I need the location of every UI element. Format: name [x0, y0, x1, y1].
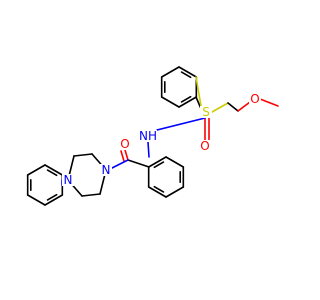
- atom-o-ether: O: [249, 92, 261, 106]
- o-ch3-bond: [259, 98, 279, 107]
- aniline-ring-inner-bond: [153, 161, 165, 169]
- aniline-ring-inner-bond: [153, 185, 165, 193]
- atom-o-amide: O: [199, 139, 211, 153]
- bond-layer: [26, 66, 279, 206]
- ketone-co-bond: [124, 149, 129, 161]
- molecule-structure: NH O O S O N N: [26, 66, 279, 206]
- nh-ring-bond: [147, 141, 150, 158]
- atom-s: S: [200, 105, 212, 119]
- atom-o-ketone: O: [119, 137, 131, 151]
- phenyl-ring-bond: [44, 194, 64, 206]
- benzamide-ring-bond: [160, 96, 180, 108]
- ch2-o-bond: [237, 101, 251, 112]
- ketone-co-double-bond: [120, 150, 125, 162]
- co-n-bond: [111, 159, 129, 169]
- piperazine-ring-bond: [81, 193, 101, 197]
- o-amide-label: O: [200, 139, 209, 153]
- ch2-ch2-bond: [227, 102, 239, 112]
- s-ch2-bond: [211, 102, 229, 113]
- benzamide-ring-bond: [160, 66, 180, 78]
- aniline-ring-bond: [147, 186, 167, 198]
- o-ketone-label: O: [120, 137, 129, 151]
- ring-co-bond: [127, 159, 150, 168]
- benzamide-ring-bond: [178, 96, 198, 108]
- piperazine-ring-bond: [73, 153, 93, 157]
- aniline-ring-bond: [165, 156, 185, 168]
- o-ether-label: O: [250, 92, 259, 106]
- n-acyl-label: N: [102, 163, 111, 177]
- phenyl-ring-bond: [44, 164, 64, 176]
- benzamide-ring-inner-bond: [180, 95, 192, 103]
- phenyl-ring-bond: [26, 194, 46, 206]
- atom-nh: NH: [139, 129, 157, 143]
- n-phenyl-label: N: [64, 173, 73, 187]
- phenyl-ring-inner-bond: [46, 169, 58, 177]
- aryl-s-bond: [195, 76, 202, 107]
- s-label: S: [202, 105, 210, 119]
- amide-cn-bond: [156, 117, 206, 131]
- benzamide-ring-inner-bond: [180, 71, 192, 79]
- phenyl-ring-bond: [26, 164, 46, 176]
- aniline-ring-bond: [147, 156, 167, 168]
- atom-label-layer: NH O O S O N N: [62, 92, 261, 187]
- atom-n-phenyl: N: [62, 173, 74, 187]
- benzamide-ring-bond: [178, 66, 198, 78]
- atom-n-acyl: N: [100, 163, 112, 177]
- aniline-ring-bond: [165, 186, 185, 198]
- nh-label: NH: [139, 129, 157, 143]
- phenyl-ring-inner-bond: [46, 193, 58, 201]
